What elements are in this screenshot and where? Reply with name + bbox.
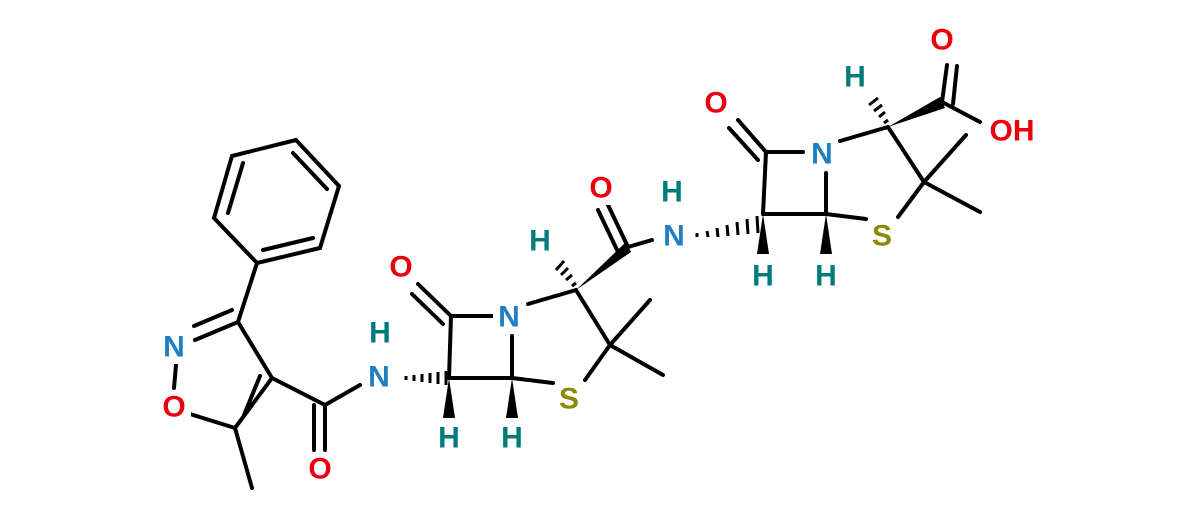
atom-h-right-alpha: H: [844, 61, 866, 94]
right-penam-core: [727, 118, 982, 221]
atom-o-left-lactam: O: [389, 251, 412, 284]
atom-n-left-amide: N: [368, 361, 390, 394]
atom-s-right-ring: S: [872, 220, 892, 253]
atom-labels: O OH H O N S H H O H N H O N S H H H N O…: [157, 22, 1040, 486]
wedge-left-c5-h: [506, 378, 518, 418]
hashed-wedge-right-c3-h: [868, 96, 889, 125]
wedge-right-c3-carboxyl: [888, 97, 945, 127]
atom-n-mid-amide: N: [663, 220, 685, 253]
atom-h-left-c6: H: [438, 422, 460, 455]
atom-n-right-ring: N: [811, 138, 833, 171]
phenyl-ring: [212, 138, 341, 265]
bond-phenyl-isoxazole: [236, 261, 259, 324]
isoxazole-ring: [172, 308, 274, 490]
atom-h-left-c5: H: [501, 422, 523, 455]
hashed-wedge-left-c3-h: [554, 260, 577, 288]
atom-h-left-alpha: H: [529, 225, 551, 258]
atom-o-left-amide: O: [308, 453, 331, 486]
atom-n-isoxazole: N: [163, 331, 185, 364]
wedge-right-c5-h: [820, 214, 832, 254]
atom-h-mid-amide: H: [661, 176, 683, 209]
atom-o-mid-amide: O: [589, 172, 612, 205]
atom-o-right-lactam: O: [704, 87, 727, 120]
atom-s-left-ring: S: [559, 383, 579, 416]
atom-h-right-c6: H: [752, 260, 774, 293]
hashed-wedge-mid-amide: [695, 215, 760, 238]
atom-n-left-ring: N: [498, 301, 520, 334]
atom-h-left-amide: H: [369, 317, 391, 350]
hashed-wedge-left-amide: [404, 371, 448, 385]
left-penam-core: [410, 282, 665, 385]
atom-o-carboxyl: O: [930, 24, 953, 57]
atom-h-right-c5: H: [815, 260, 837, 293]
bond-isoxazole-carbonyl: [270, 376, 327, 407]
wedge-left-c6-h: [443, 378, 455, 418]
wedge-right-c6-h: [757, 214, 769, 254]
wedge-left-c3-carbonyl: [576, 242, 631, 290]
atom-o-isoxazole: O: [162, 391, 185, 424]
atom-oh-carboxyl: OH: [990, 115, 1035, 148]
